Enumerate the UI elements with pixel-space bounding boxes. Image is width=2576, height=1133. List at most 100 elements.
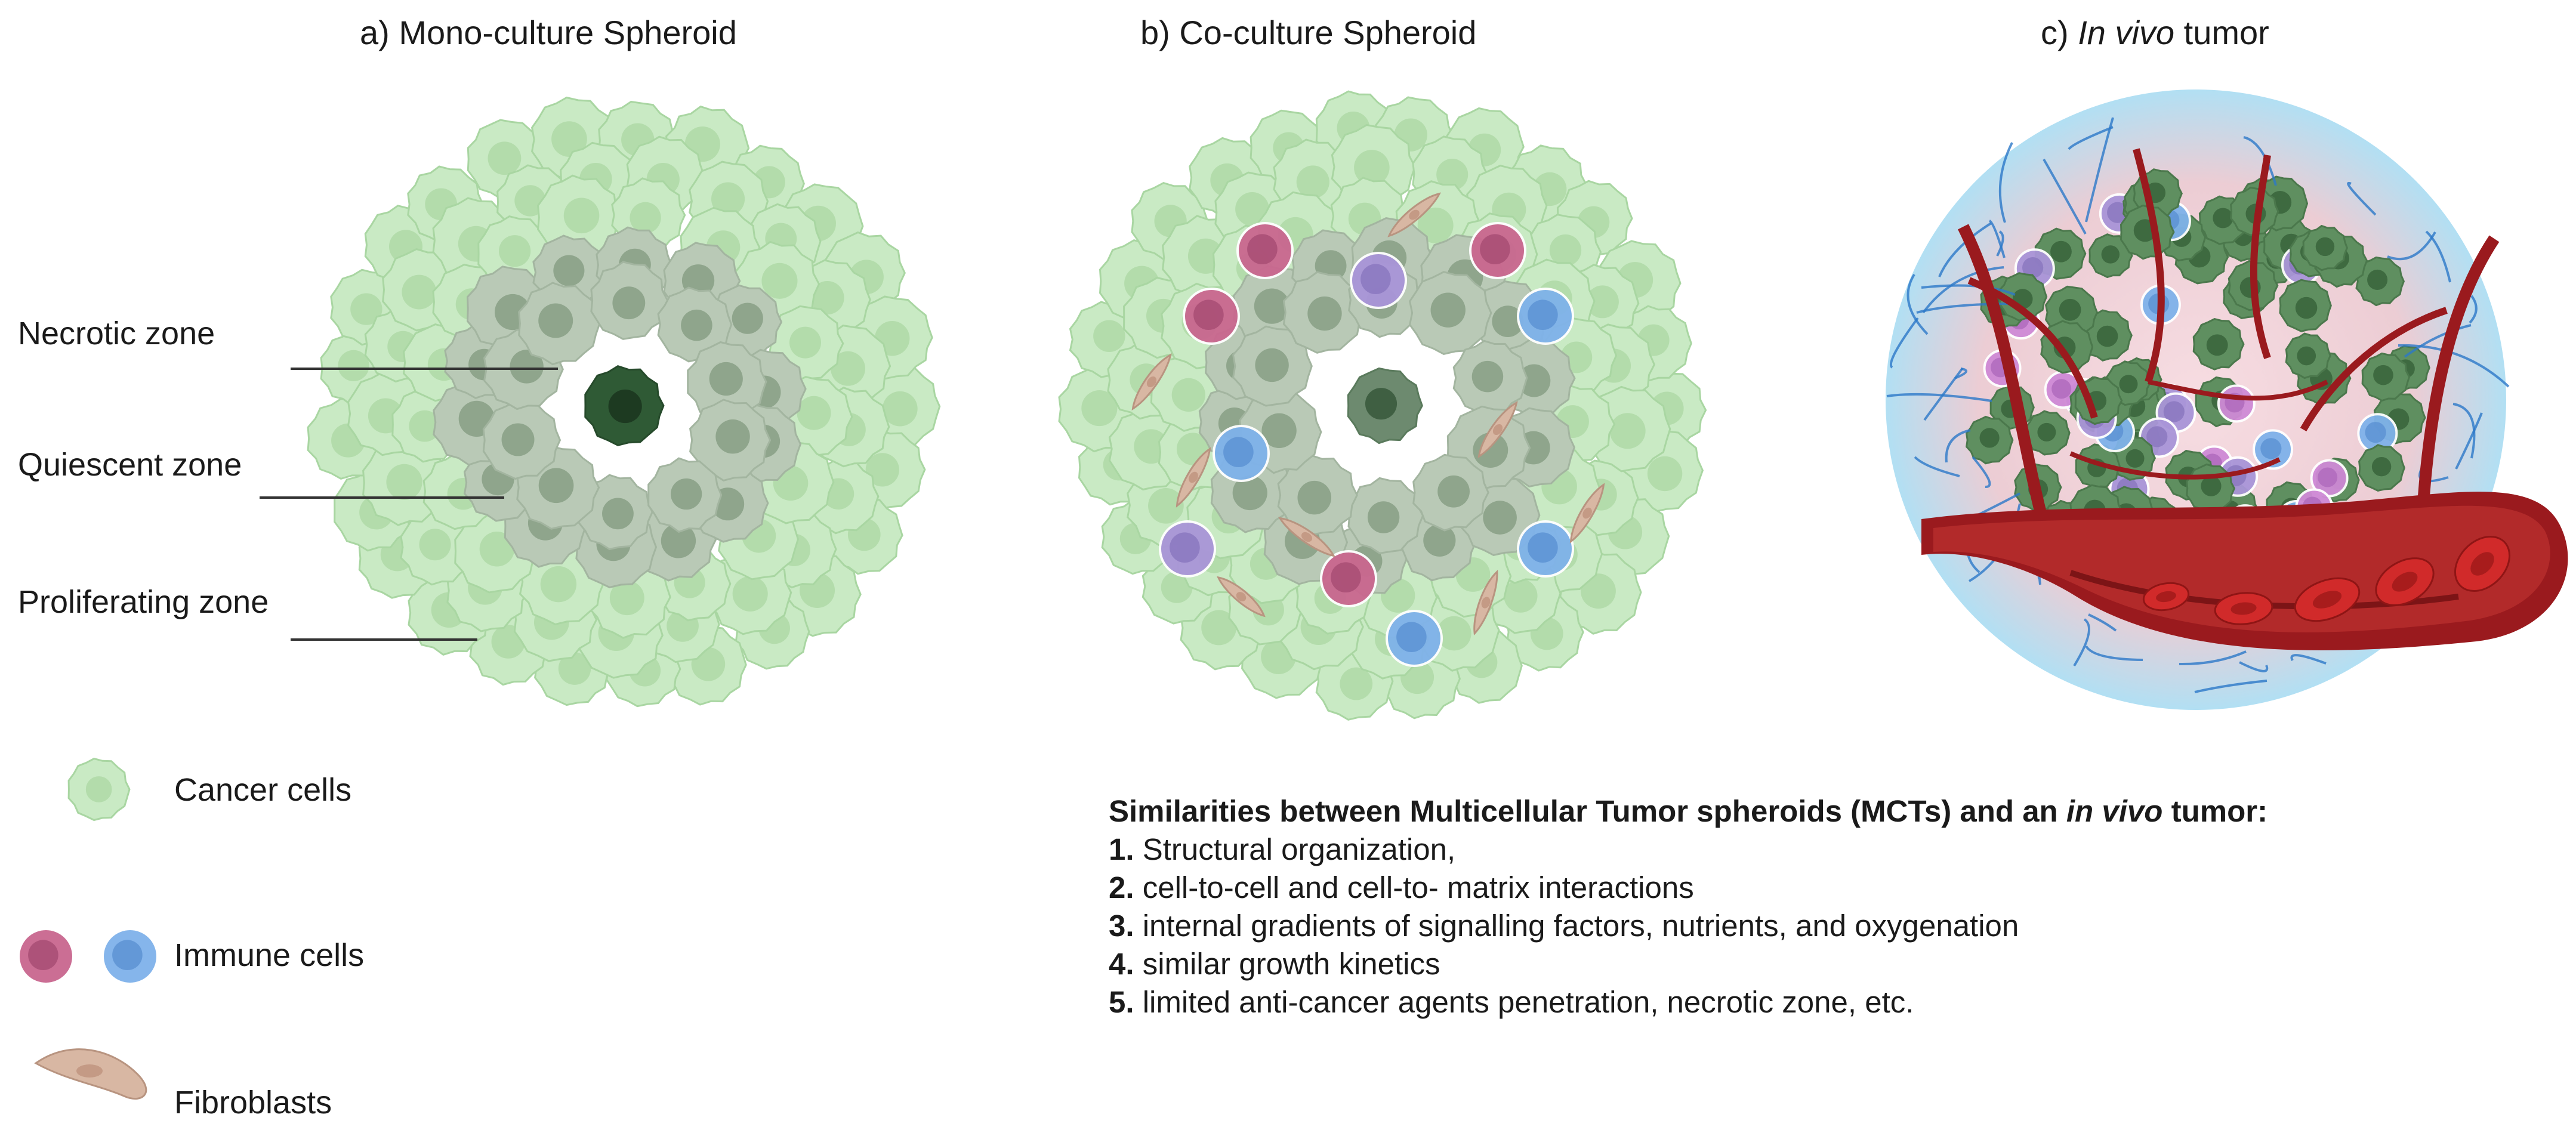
cell-nucleus bbox=[1504, 579, 1538, 613]
mono-culture-spheroid bbox=[307, 96, 941, 708]
cancer-cell bbox=[647, 457, 723, 533]
capillary bbox=[2243, 136, 2277, 186]
cancer-cell bbox=[689, 399, 772, 482]
cell-nucleus bbox=[551, 121, 587, 157]
cell-nucleus bbox=[538, 303, 573, 338]
immune-cell bbox=[1517, 520, 1574, 578]
cell-nucleus bbox=[709, 362, 743, 396]
immune-cell bbox=[1320, 550, 1377, 607]
fibroblast-nucleus bbox=[1492, 424, 1503, 436]
capillary bbox=[2088, 613, 2117, 632]
red-blood-cell bbox=[2214, 592, 2273, 625]
cell-nucleus bbox=[1423, 524, 1456, 557]
co-culture-spheroid bbox=[1058, 90, 1707, 721]
immune-cell-nucleus bbox=[2107, 202, 2128, 223]
capillary bbox=[2425, 230, 2451, 283]
cancer-cell bbox=[2361, 352, 2411, 402]
rbc-center bbox=[2470, 552, 2494, 576]
capillary bbox=[2455, 412, 2483, 470]
cancer-cell bbox=[1347, 367, 1423, 444]
cell-nucleus bbox=[789, 326, 821, 359]
cell-nucleus bbox=[563, 197, 600, 234]
immune-cell bbox=[17, 928, 75, 985]
cell-nucleus bbox=[670, 478, 702, 510]
cell-nucleus bbox=[715, 419, 750, 454]
rbc-center bbox=[2312, 591, 2342, 609]
fibroblast bbox=[1477, 401, 1518, 458]
immune-cell bbox=[101, 928, 159, 985]
immune-cell bbox=[2253, 429, 2294, 470]
cell-nucleus bbox=[865, 453, 899, 487]
immune-cell-nucleus bbox=[1528, 532, 1558, 563]
capillary bbox=[1972, 456, 1991, 488]
cell-nucleus bbox=[1647, 456, 1683, 492]
fibroblast bbox=[1473, 570, 1498, 636]
capillary bbox=[2073, 618, 2090, 667]
immune-cell-nucleus bbox=[2146, 426, 2168, 447]
rbc-center bbox=[2231, 602, 2257, 615]
immune-cell-nucleus bbox=[1331, 562, 1361, 592]
cell-nucleus bbox=[1517, 364, 1551, 397]
cancer-cell bbox=[482, 400, 562, 480]
immune-cell-nucleus bbox=[2051, 379, 2072, 399]
cancer-cell bbox=[2192, 318, 2245, 371]
cancer-cell bbox=[1277, 454, 1358, 536]
in-vivo-tumor bbox=[1886, 89, 2568, 710]
similarity-text: similar growth kinetics bbox=[1134, 947, 1440, 981]
cell-nucleus bbox=[1436, 616, 1471, 651]
cell-nucleus bbox=[602, 498, 634, 530]
cell-nucleus bbox=[2367, 269, 2388, 290]
cell-nucleus bbox=[761, 263, 798, 299]
immune-cell-nucleus bbox=[1528, 300, 1558, 330]
cell-nucleus bbox=[488, 141, 522, 175]
similarities-list: Similarities between Multicellular Tumor… bbox=[1109, 792, 2268, 1021]
capillary bbox=[2290, 654, 2327, 665]
immune-cell bbox=[1517, 288, 1574, 345]
cell-nucleus bbox=[2315, 237, 2335, 257]
fibroblast-nucleus bbox=[1301, 532, 1313, 542]
cell-nucleus bbox=[1436, 159, 1469, 191]
cell-nucleus bbox=[1430, 292, 1466, 328]
cell-nucleus bbox=[2213, 208, 2233, 229]
cancer-cell bbox=[1412, 453, 1489, 532]
title-in-vivo-italic: In vivo bbox=[2078, 14, 2175, 51]
fibroblast-nucleus bbox=[1409, 209, 1420, 220]
similarity-num: 3. bbox=[1109, 909, 1134, 943]
immune-cell-nucleus bbox=[1361, 264, 1391, 295]
capillary bbox=[2194, 680, 2268, 693]
immune-cell-nucleus bbox=[2022, 257, 2044, 279]
cell-nucleus bbox=[1483, 501, 1517, 535]
cancer-cell-icon bbox=[67, 757, 131, 822]
cell-nucleus bbox=[1609, 413, 1646, 449]
legend bbox=[17, 757, 159, 1100]
immune-cell bbox=[1159, 520, 1216, 578]
cell-nucleus bbox=[558, 652, 591, 685]
blood-vessel bbox=[1921, 492, 2568, 651]
cancer-cell bbox=[687, 341, 767, 422]
cell-nucleus bbox=[2050, 240, 2072, 263]
fibroblast-nucleus bbox=[1189, 471, 1198, 483]
capillary bbox=[1988, 220, 2006, 258]
cell-nucleus bbox=[797, 396, 831, 430]
rbc-center bbox=[2392, 572, 2418, 592]
capillary bbox=[2387, 231, 2436, 261]
cell-nucleus bbox=[1235, 192, 1269, 226]
cell-nucleus bbox=[1081, 390, 1118, 427]
cell-nucleus bbox=[2059, 298, 2081, 321]
title-in-vivo-suffix: tumor bbox=[2174, 14, 2269, 51]
cell-nucleus bbox=[1171, 378, 1205, 412]
red-blood-cell bbox=[2375, 557, 2435, 606]
cell-nucleus bbox=[2373, 365, 2393, 385]
fibroblast bbox=[1387, 192, 1441, 237]
cell-nucleus bbox=[1255, 348, 1289, 382]
similarity-item-2: 2. cell-to-cell and cell-to- matrix inte… bbox=[1109, 869, 2268, 907]
similarity-text: internal gradients of signalling factors… bbox=[1134, 909, 2019, 943]
cell-nucleus bbox=[1307, 296, 1342, 331]
cell-nucleus bbox=[711, 182, 745, 216]
fibroblast-nucleus bbox=[1582, 507, 1592, 519]
cancer-cell bbox=[2302, 224, 2349, 271]
capillary bbox=[2043, 158, 2087, 234]
red-blood-cell bbox=[2294, 577, 2361, 622]
immune-cell bbox=[2217, 384, 2256, 423]
